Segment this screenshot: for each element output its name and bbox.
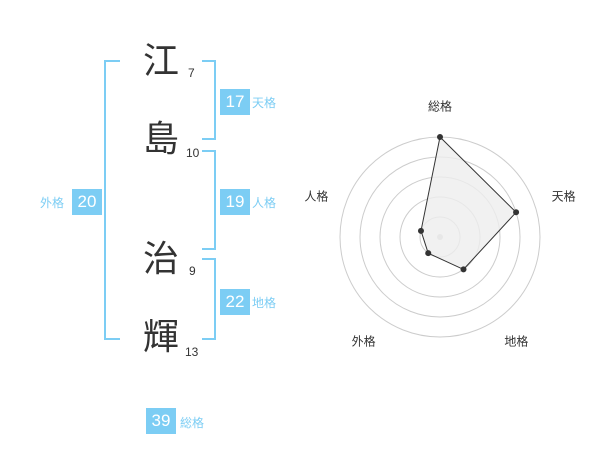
- radar-point-2: [513, 209, 520, 216]
- gaikaku-bracket: [104, 60, 120, 340]
- radar-axis-label-5: 人格: [304, 188, 328, 203]
- stroke-count-4: 13: [185, 345, 199, 359]
- tenkaku-badge: 17: [220, 89, 250, 115]
- chikaku-badge: 22: [220, 289, 250, 315]
- gaikaku-label: 外格: [40, 196, 65, 210]
- tenkaku-bracket: [202, 60, 216, 140]
- radar-point-5: [417, 227, 424, 234]
- name-char-3: 治: [143, 239, 180, 280]
- radar-axis-label-4: 外格: [352, 334, 376, 349]
- radar-axis-label-3: 地格: [504, 334, 528, 349]
- chikaku-bracket: [202, 258, 216, 340]
- radar-axis-label-1: 総格: [428, 99, 452, 114]
- stroke-count-3: 9: [189, 264, 196, 278]
- stroke-count-2: 10: [186, 146, 200, 160]
- name-char-1: 江: [143, 41, 180, 82]
- jinkaku-label: 人格: [252, 196, 277, 210]
- radar-point-1: [437, 134, 443, 140]
- radar-polygon: [420, 135, 517, 271]
- gaikaku-badge: 20: [72, 189, 102, 215]
- tenkaku-label: 天格: [252, 96, 277, 110]
- jinkaku-badge: 19: [220, 189, 250, 215]
- chikaku-label: 地格: [252, 296, 277, 310]
- soukaku-label: 総格: [180, 416, 205, 430]
- radar-point-3: [460, 266, 467, 273]
- name-char-4: 輝: [143, 317, 180, 358]
- radar-point-4: [425, 250, 432, 257]
- soukaku-badge: 39: [146, 408, 176, 434]
- radar-area: [417, 134, 520, 273]
- jinkaku-bracket: [202, 150, 216, 250]
- stroke-count-1: 7: [188, 66, 195, 80]
- name-char-2: 島: [143, 119, 180, 160]
- radar-axis-label-2: 天格: [552, 188, 576, 203]
